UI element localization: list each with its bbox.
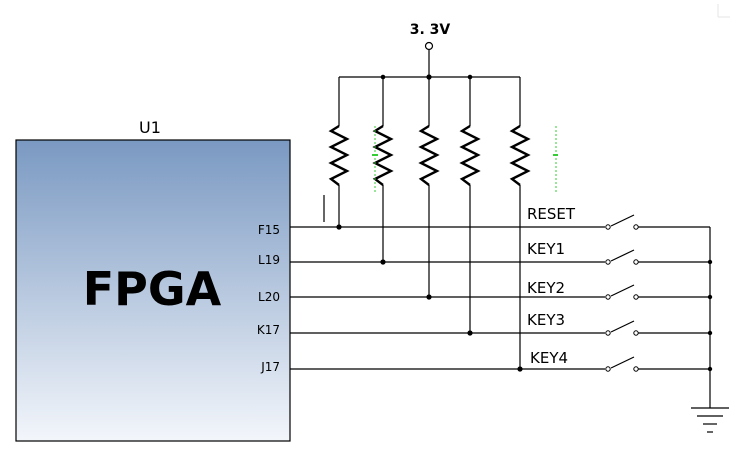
- pin-label-l20: L20: [258, 290, 280, 304]
- switch-key3: [605, 320, 710, 336]
- pullup-resistor-2: [372, 77, 394, 262]
- pullup-resistor-1: [328, 77, 350, 227]
- supply-terminal: [424, 41, 434, 51]
- ground-symbol-icon: [691, 407, 729, 433]
- signal-label-key4: KEY4: [530, 349, 568, 367]
- signal-label-key2: KEY2: [527, 279, 565, 297]
- pin-label-j17: J17: [260, 360, 280, 374]
- signal-net-key1: [290, 259, 605, 265]
- switch-key2: [605, 284, 710, 300]
- pin-label-f15: F15: [258, 223, 280, 237]
- supply-label: 3. 3V: [410, 22, 451, 38]
- signal-net-key4: [290, 366, 605, 372]
- signal-net-reset: [290, 224, 605, 230]
- pullup-resistor-4: [459, 77, 481, 333]
- signal-net-key3: [290, 330, 605, 336]
- switch-key1: [605, 249, 710, 265]
- pullup-resistor-3: [418, 77, 440, 297]
- pin-label-k17: K17: [257, 323, 280, 337]
- switch-key4: [605, 356, 710, 372]
- chip-name: FPGA: [83, 262, 222, 316]
- corner-mark: [717, 4, 730, 18]
- chip-refdes: U1: [139, 118, 161, 137]
- pin-label-l19: L19: [258, 253, 280, 267]
- pullup-resistor-5: [509, 77, 531, 369]
- switch-reset: [605, 214, 710, 230]
- signal-label-reset: RESET: [527, 205, 576, 223]
- signal-net-key2: [290, 294, 605, 300]
- signal-label-key3: KEY3: [527, 311, 565, 329]
- alignment-guides: [372, 126, 558, 192]
- ground-rail: [707, 227, 713, 408]
- signal-label-key1: KEY1: [527, 240, 565, 258]
- fpga-chip: [15, 139, 291, 442]
